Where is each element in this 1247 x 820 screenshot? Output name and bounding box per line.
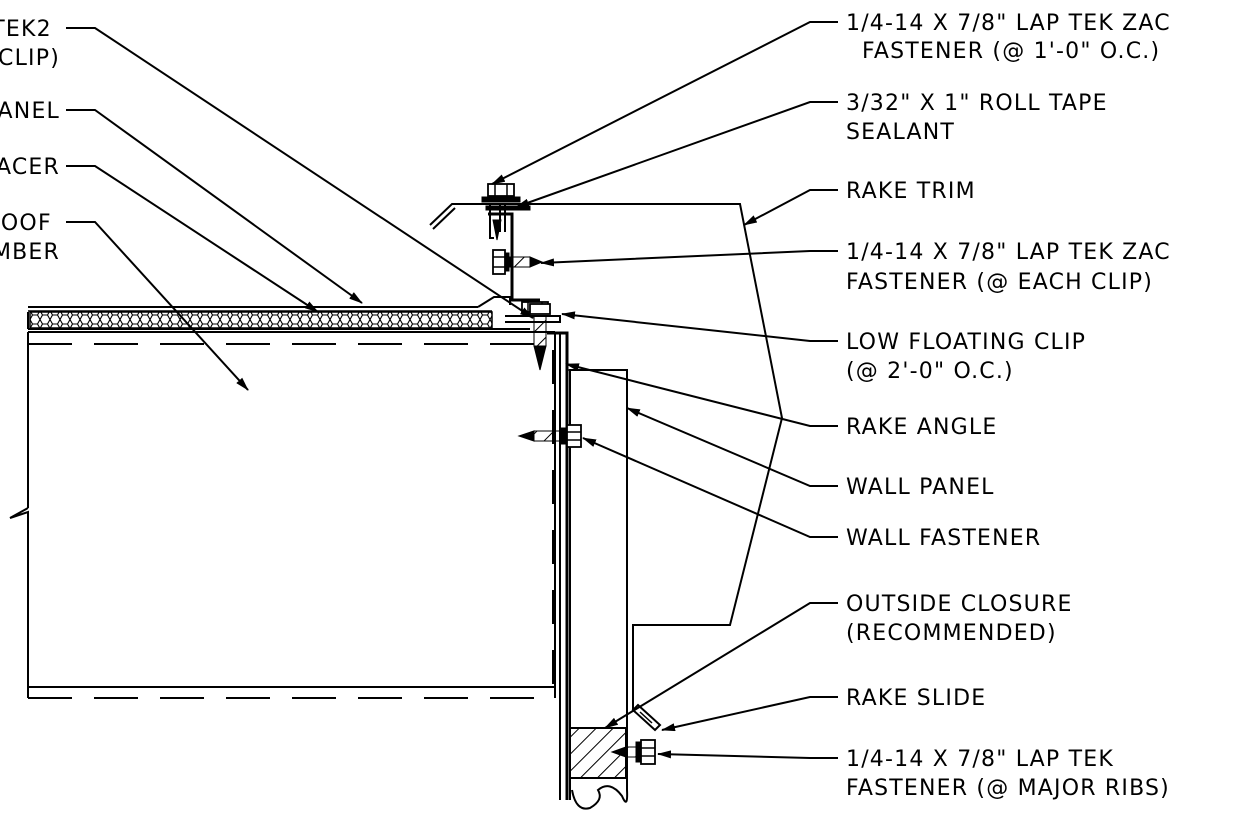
rake-slide [631, 703, 662, 732]
label-outside-closure: OUTSIDE CLOSURE (RECOMMENDED) [846, 592, 1081, 646]
label-zac-fastener-clip: 1/4-14 X 7/8" LAP TEK ZAC FASTENER (@ EA… [846, 240, 1179, 295]
lap-tek-fastener [610, 739, 656, 765]
rake-trim [429, 203, 784, 710]
wall-fastener [517, 424, 582, 448]
label-wall-panel: WALL PANEL [846, 475, 995, 500]
label-spacer: ACER [0, 155, 60, 180]
label-rake-trim: RAKE TRIM [846, 179, 976, 204]
zac-fastener-top [481, 183, 521, 241]
label-panel: ANEL [0, 99, 60, 124]
roof-member [9, 331, 556, 699]
label-low-floating-clip: LOW FLOATING CLIP (@ 2'-0" O.C.) [846, 330, 1094, 384]
clip-fastener [529, 303, 551, 371]
label-rake-slide: RAKE SLIDE [846, 686, 986, 711]
label-lap-tek-fastener: 1/4-14 X 7/8" LAP TEK FASTENER (@ MAJOR … [846, 747, 1170, 801]
zac-fastener-clip [492, 249, 544, 275]
label-tek2: TEK2 CLIP) [0, 17, 60, 71]
right-leaders [491, 21, 838, 759]
rake-angle [547, 331, 569, 800]
left-leaders [66, 27, 534, 391]
right-labels: 1/4-14 X 7/8" LAP TEK ZAC FASTENER (@ 1'… [846, 11, 1179, 801]
roll-tape-sealant [485, 205, 531, 211]
label-rake-angle: RAKE ANGLE [846, 415, 997, 440]
label-wall-fastener: WALL FASTENER [846, 526, 1041, 551]
roof-assembly [27, 296, 530, 330]
label-roll-tape: 3/32" X 1" ROLL TAPE SEALANT [846, 91, 1116, 145]
label-zac-fastener-oc: 1/4-14 X 7/8" LAP TEK ZAC FASTENER (@ 1'… [846, 11, 1179, 64]
